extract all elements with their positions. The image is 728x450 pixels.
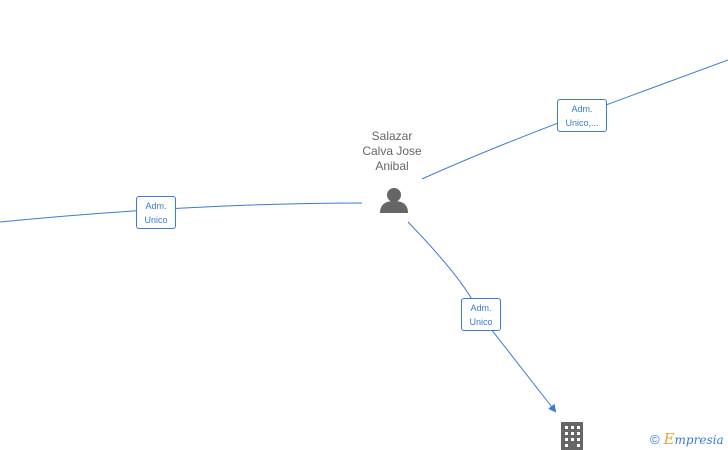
edge-left [0, 202, 363, 223]
person-icon[interactable] [380, 188, 408, 213]
person-name[interactable]: Salazar Calva Jose Anibal [362, 129, 422, 173]
brand-initial: E [663, 430, 675, 448]
building-icon[interactable] [561, 422, 583, 450]
edge-label-line1: Adm. [145, 200, 167, 211]
watermark: © Empresia [650, 430, 724, 448]
edge-label-right[interactable]: Adm. Unico,... [557, 99, 607, 132]
edge-label-line2: Unico [144, 214, 168, 225]
edge-label-line1: Adm. [571, 103, 593, 114]
edge-label-left[interactable]: Adm. Unico [136, 196, 176, 229]
edge-label-line1: Adm. [470, 302, 492, 313]
edge-label-line2: Unico,... [565, 117, 599, 128]
copyright-icon: © [650, 431, 660, 447]
edge-label-bottom[interactable]: Adm. Unico [461, 298, 501, 331]
edge-label-line2: Unico [469, 316, 493, 327]
brand-logo: Empresia [664, 430, 724, 448]
brand-rest: mpresia [674, 433, 724, 447]
